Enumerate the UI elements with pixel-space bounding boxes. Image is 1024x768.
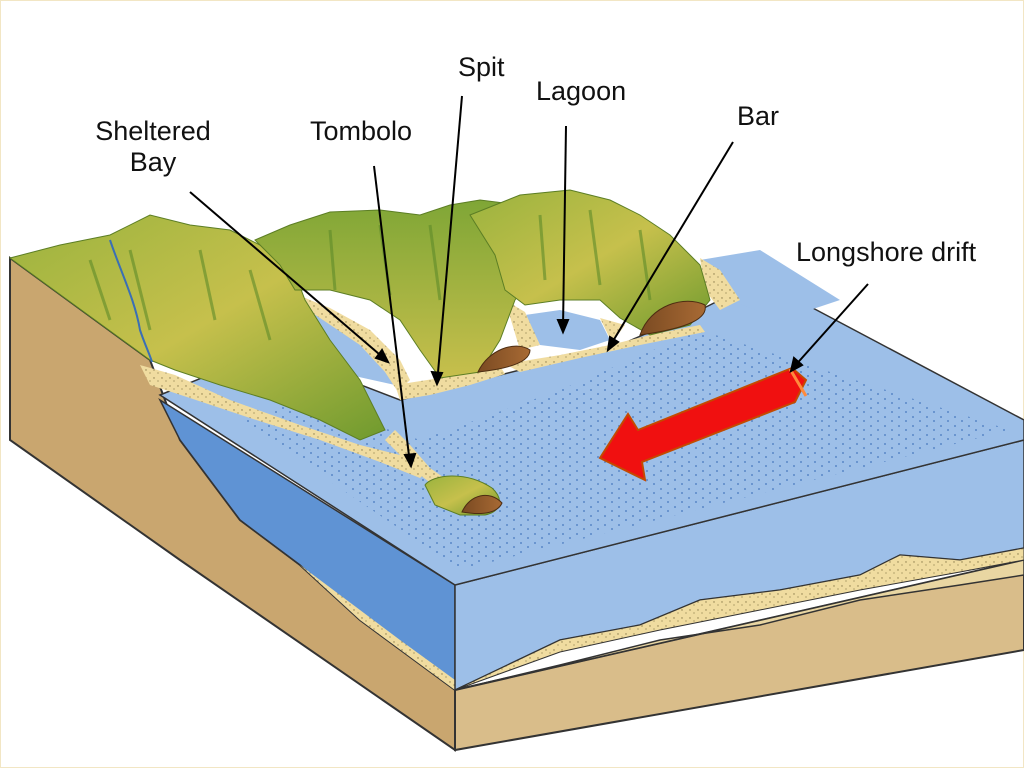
pointer-bar (609, 141, 734, 347)
label-bar: Bar (737, 101, 780, 131)
pointer-sheltered-bay (189, 191, 387, 361)
label-sheltered-bay: Sheltered Bay (82, 116, 224, 178)
pointer-spit (436, 95, 463, 385)
pointer-longshore-drift (792, 283, 869, 369)
label-sheltered-bay-line2: Bay (129, 147, 177, 177)
label-tombolo: Tombolo (310, 116, 413, 146)
coastal-hills (8, 189, 711, 441)
pointer-lagoon (562, 125, 567, 329)
label-spit: Spit (458, 52, 505, 82)
pointer-tombolo (373, 165, 411, 465)
bedrock-front-base (454, 558, 1024, 752)
label-longshore-drift: Longshore drift (796, 237, 977, 267)
sea-cross-section-front (454, 439, 1024, 692)
label-lagoon: Lagoon (536, 76, 627, 106)
beaches-and-sand-features (140, 258, 740, 490)
longshore-drift-arrow (598, 366, 808, 482)
tombolo-island (424, 475, 503, 516)
pointer-lines (189, 95, 869, 469)
label-sheltered-bay-line1: Sheltered (95, 116, 211, 146)
